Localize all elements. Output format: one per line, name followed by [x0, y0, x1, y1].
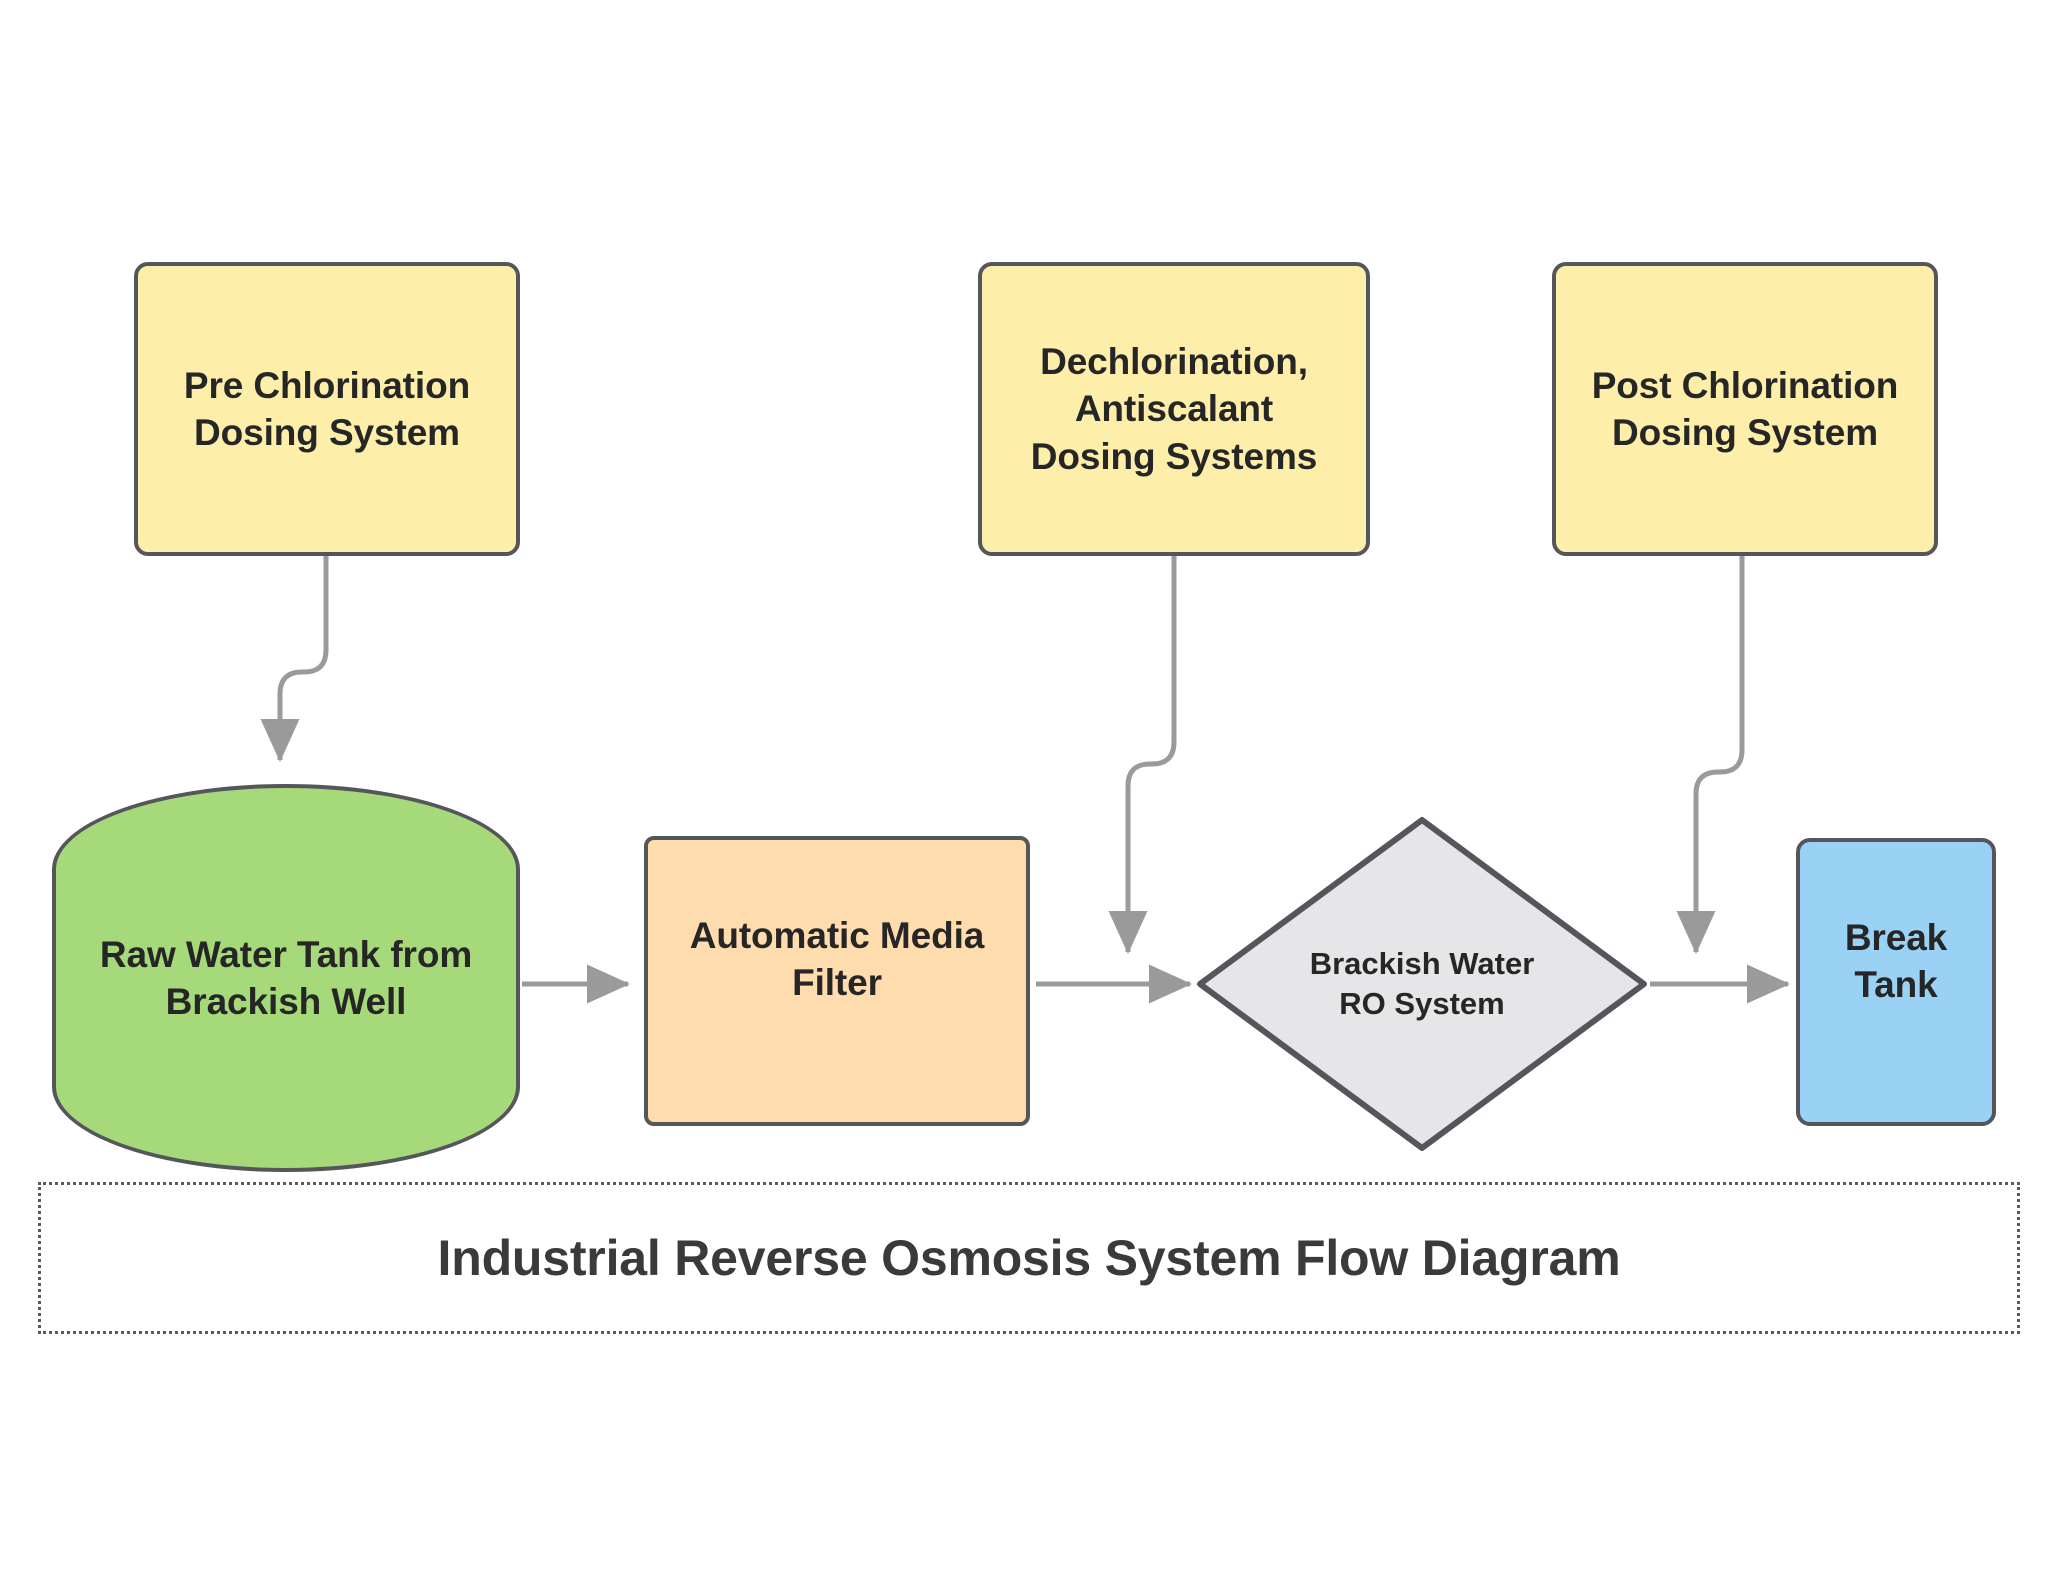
diagram-title: Industrial Reverse Osmosis System Flow D…	[437, 1230, 1621, 1286]
edge-pre-chlorination-to-raw-water-tank	[260, 556, 329, 763]
node-label-post-chlorination: Post Chlorination Dosing System	[1591, 364, 1899, 453]
node-pre-chlorination-dosing-system[interactable]: Pre Chlorination Dosing System	[134, 262, 520, 556]
node-dechlorination-antiscalant-dosing-systems[interactable]: Dechlorination, Antiscalant Dosing Syste…	[978, 262, 1370, 556]
node-automatic-media-filter[interactable]: Automatic Media Filter	[644, 836, 1030, 1126]
node-label-pre-chlorination: Pre Chlorination Dosing System	[183, 364, 471, 453]
node-label-dechlorination: Dechlorination, Antiscalant Dosing Syste…	[1030, 340, 1318, 477]
node-label-break-tank: Break Tank	[1844, 917, 1948, 1006]
diagram-caption-frame: Industrial Reverse Osmosis System Flow D…	[38, 1182, 2020, 1334]
node-label-automatic-media-filter: Automatic Media Filter	[689, 915, 985, 1004]
node-brackish-water-ro-system[interactable]: Brackish Water RO System	[1192, 812, 1652, 1156]
node-label-raw-water-tank: Raw Water Tank from Brackish Well	[99, 933, 473, 1022]
diamond-shape	[1197, 817, 1647, 1151]
edge-dechlorination-to-ro-feed	[1108, 556, 1177, 955]
node-post-chlorination-dosing-system[interactable]: Post Chlorination Dosing System	[1552, 262, 1938, 556]
node-label-brackish-water-ro-system: Brackish Water RO System	[1309, 945, 1535, 1021]
edge-post-chlorination-to-break-tank-feed	[1676, 556, 1745, 955]
node-raw-water-tank[interactable]: Raw Water Tank from Brackish Well	[52, 784, 520, 1172]
node-break-tank[interactable]: Break Tank	[1796, 838, 1996, 1126]
